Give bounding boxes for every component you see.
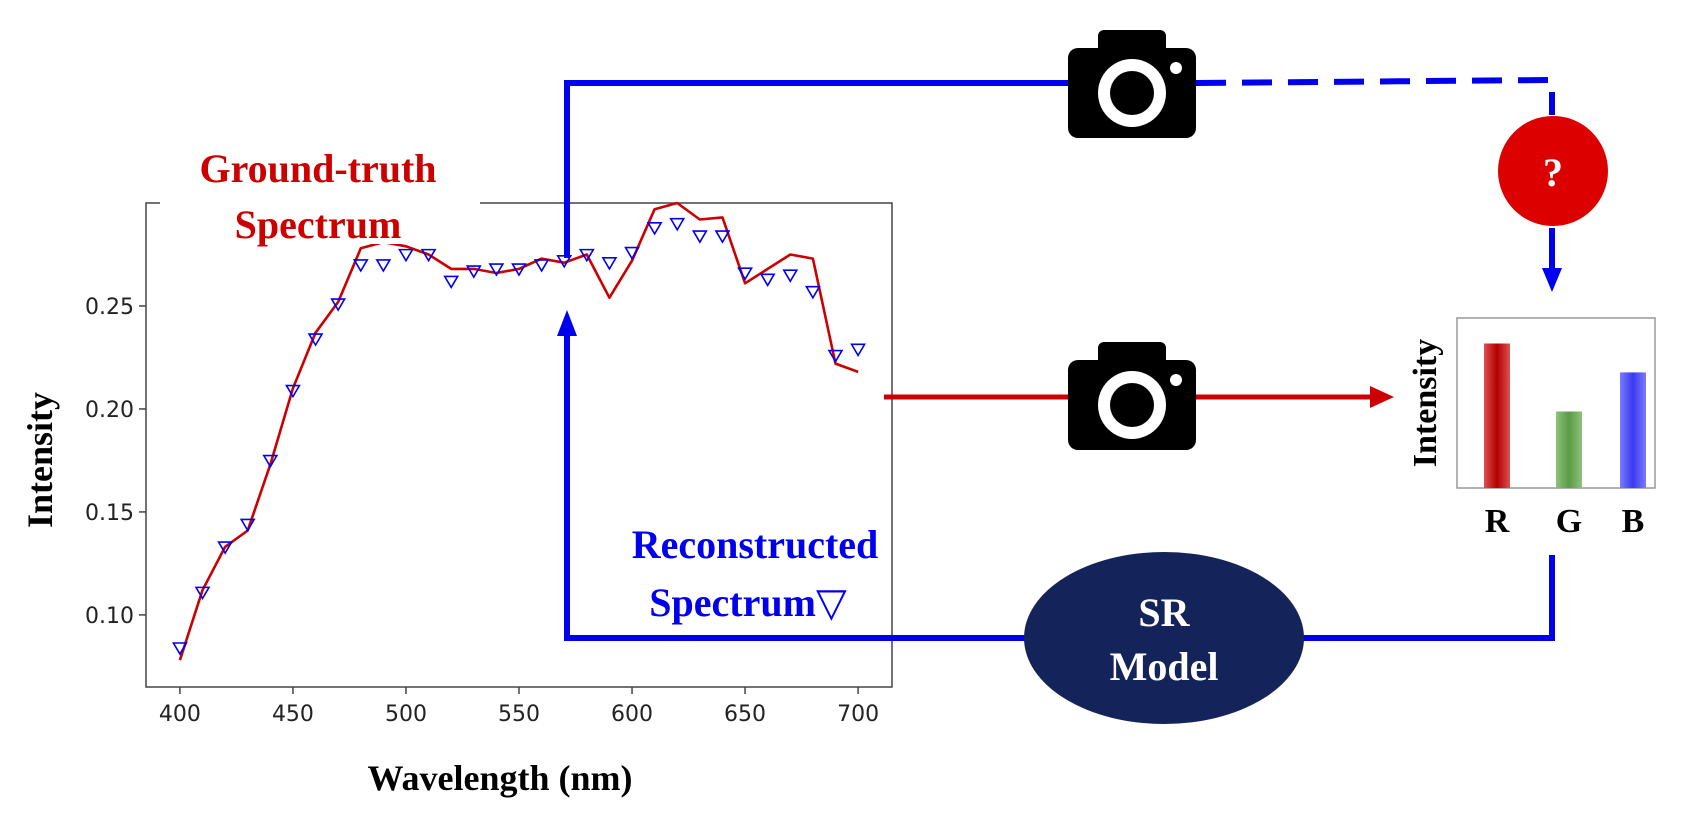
reconstructed-point xyxy=(827,349,844,364)
y-tick-label: 0.15 xyxy=(85,501,134,526)
reconstructed-point xyxy=(759,273,776,287)
reconstructed-point xyxy=(239,518,256,533)
reconstructed-point xyxy=(172,642,188,656)
reconstructed-point xyxy=(488,263,505,277)
reconstructed-label-line1: Reconstructed xyxy=(632,522,879,567)
reconstructed-point xyxy=(352,259,369,273)
dashed-route-line xyxy=(1195,76,1555,115)
reconstructed-point xyxy=(578,248,595,263)
reconstructed-point xyxy=(737,267,753,281)
x-tick-label: 550 xyxy=(498,702,540,727)
y-tick-label: 0.10 xyxy=(85,604,134,629)
reconstructed-point xyxy=(804,285,821,300)
reconstructed-point xyxy=(398,248,414,263)
sr-model-node: SR Model xyxy=(1024,552,1304,724)
ground-truth-label-backing xyxy=(160,140,480,244)
reconstructed-point xyxy=(714,230,731,244)
rgb-category-label: R xyxy=(1485,503,1510,540)
reconstructed-point xyxy=(646,222,663,236)
rgb-bars xyxy=(1484,343,1646,488)
ground-truth-label-line2: Spectrum xyxy=(235,202,402,247)
reconstructed-point xyxy=(285,384,301,399)
reconstructed-point xyxy=(262,454,279,469)
feedback-arrowhead xyxy=(557,310,577,336)
x-tick-label: 700 xyxy=(837,702,879,727)
question-down-arrowhead xyxy=(1542,268,1562,292)
rgb-bar-g xyxy=(1556,411,1582,488)
x-ticks: 400 450 500 550 600 650 700 xyxy=(159,687,879,727)
reconstructed-point xyxy=(330,298,347,312)
unknown-circle xyxy=(1498,116,1608,226)
y-tick-label: 0.20 xyxy=(85,398,134,423)
unknown-response-badge: ? xyxy=(1498,116,1608,226)
rgb-category-label: B xyxy=(1622,503,1645,540)
x-axis-label: Wavelength (nm) xyxy=(368,758,633,798)
ground-truth-label-line1: Ground-truth xyxy=(199,146,436,191)
rgb-bar-r xyxy=(1484,343,1510,488)
x-tick-label: 600 xyxy=(611,702,653,727)
camera-icon xyxy=(1068,30,1196,138)
sr-model-label-line2: Model xyxy=(1110,644,1219,689)
reconstructed-point xyxy=(194,586,211,601)
x-tick-label: 650 xyxy=(724,702,766,727)
rgb-bar-chart: R G B Intensity xyxy=(1407,317,1656,540)
reconstructed-point xyxy=(669,217,686,232)
sr-model-label-line1: SR xyxy=(1138,590,1190,635)
spectrum-plot-frame xyxy=(145,202,893,688)
reconstructed-point xyxy=(511,263,527,277)
reconstructed-point xyxy=(601,257,618,271)
x-tick-label: 500 xyxy=(385,702,427,727)
x-tick-label: 400 xyxy=(159,702,201,727)
sr-model-ellipse xyxy=(1024,552,1304,724)
top-route-line xyxy=(564,80,1068,258)
y-axis-label: Intensity xyxy=(20,392,60,528)
spectrum-series xyxy=(172,201,866,661)
rgb-bar-b xyxy=(1620,372,1646,488)
rgb-category-label: G xyxy=(1556,503,1582,540)
reconstructed-point xyxy=(465,265,482,279)
camera-icon xyxy=(1068,342,1196,450)
ground-truth-line xyxy=(178,201,859,661)
reconstructed-label-line2: Spectrum▽ xyxy=(649,580,847,625)
rgb-y-axis-label: Intensity xyxy=(1407,339,1444,467)
reconstructed-point xyxy=(375,259,392,273)
reconstructed-point xyxy=(217,541,234,555)
reconstructed-point xyxy=(624,246,640,261)
reconstructed-point xyxy=(420,248,437,263)
y-tick-label: 0.25 xyxy=(85,295,134,320)
reconstructed-point xyxy=(307,333,324,347)
reconstructed-point xyxy=(443,275,460,290)
reconstructed-point xyxy=(533,259,550,273)
reconstructed-point xyxy=(850,343,866,357)
reconstructed-point xyxy=(782,269,799,283)
spectrum-chart: 400 450 500 550 600 650 700 0.10 0.15 0.20 0.25 W… xyxy=(20,201,893,798)
y-ticks: 0.10 0.15 0.20 0.25 xyxy=(85,295,146,629)
x-tick-label: 450 xyxy=(272,702,314,727)
unknown-mark: ? xyxy=(1543,150,1563,195)
red-arrowhead xyxy=(1370,386,1394,408)
reconstructed-point xyxy=(691,230,708,244)
